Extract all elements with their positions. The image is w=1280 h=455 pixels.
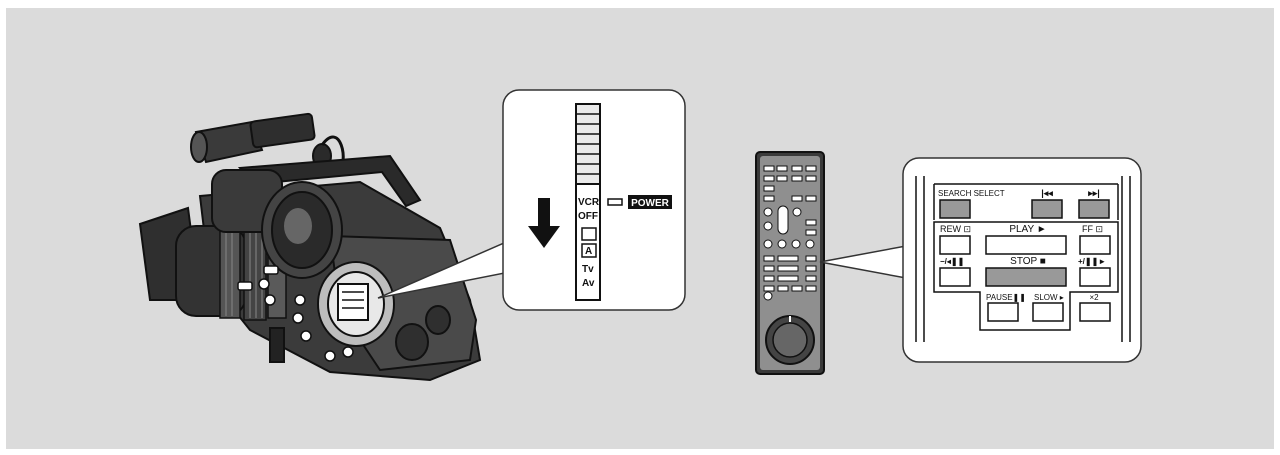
camcorder-mode-dial bbox=[318, 262, 394, 346]
skip-forward-button[interactable] bbox=[1079, 200, 1109, 218]
search-select-label: SEARCH SELECT bbox=[938, 189, 1005, 198]
camcorder bbox=[140, 113, 480, 380]
search-select-button[interactable] bbox=[940, 200, 970, 218]
dial-label-av: Av bbox=[582, 278, 595, 289]
dial-label-vcr: VCR bbox=[578, 197, 600, 208]
ff-button[interactable] bbox=[1080, 236, 1110, 254]
rew-label: REW ⊡ bbox=[940, 224, 971, 234]
remote-jog-dial bbox=[766, 316, 814, 364]
stop-button[interactable] bbox=[986, 268, 1066, 286]
frame-back-label: −/◂❚❚ bbox=[940, 257, 964, 267]
play-label: PLAY ► bbox=[1009, 224, 1046, 235]
dial-closeup-panel: VCR OFF A Tv Av POWER bbox=[503, 90, 685, 310]
x2-button[interactable] bbox=[1080, 303, 1110, 321]
skip-back-button[interactable] bbox=[1032, 200, 1062, 218]
skip-back-label: |◂◂ bbox=[1041, 188, 1053, 198]
pause-button[interactable] bbox=[988, 303, 1018, 321]
remote-controller bbox=[756, 152, 824, 374]
dial-label-auto: A bbox=[585, 246, 592, 257]
ff-label: FF ⊡ bbox=[1082, 224, 1103, 234]
power-indicator-lamp bbox=[608, 199, 622, 205]
play-button[interactable] bbox=[986, 236, 1066, 254]
stop-label: STOP ■ bbox=[1010, 256, 1046, 267]
frame-forward-label: +/❚❚► bbox=[1078, 257, 1106, 267]
power-label: POWER bbox=[631, 198, 670, 209]
frame-forward-button[interactable] bbox=[1080, 268, 1110, 286]
frame-back-button[interactable] bbox=[940, 268, 970, 286]
skip-forward-label: ▸▸| bbox=[1087, 188, 1100, 198]
slow-label: SLOW ▸ bbox=[1034, 293, 1064, 302]
callout-pointer-remote bbox=[820, 246, 906, 278]
dial-label-off: OFF bbox=[578, 211, 598, 222]
slow-button[interactable] bbox=[1033, 303, 1063, 321]
x2-label: ×2 bbox=[1089, 293, 1099, 302]
rew-button[interactable] bbox=[940, 236, 970, 254]
grip-strap bbox=[270, 328, 284, 362]
scene-mode-icon bbox=[582, 228, 596, 240]
pause-label: PAUSE❚❚ bbox=[986, 293, 1026, 302]
dial-label-tv: Tv bbox=[582, 264, 594, 275]
